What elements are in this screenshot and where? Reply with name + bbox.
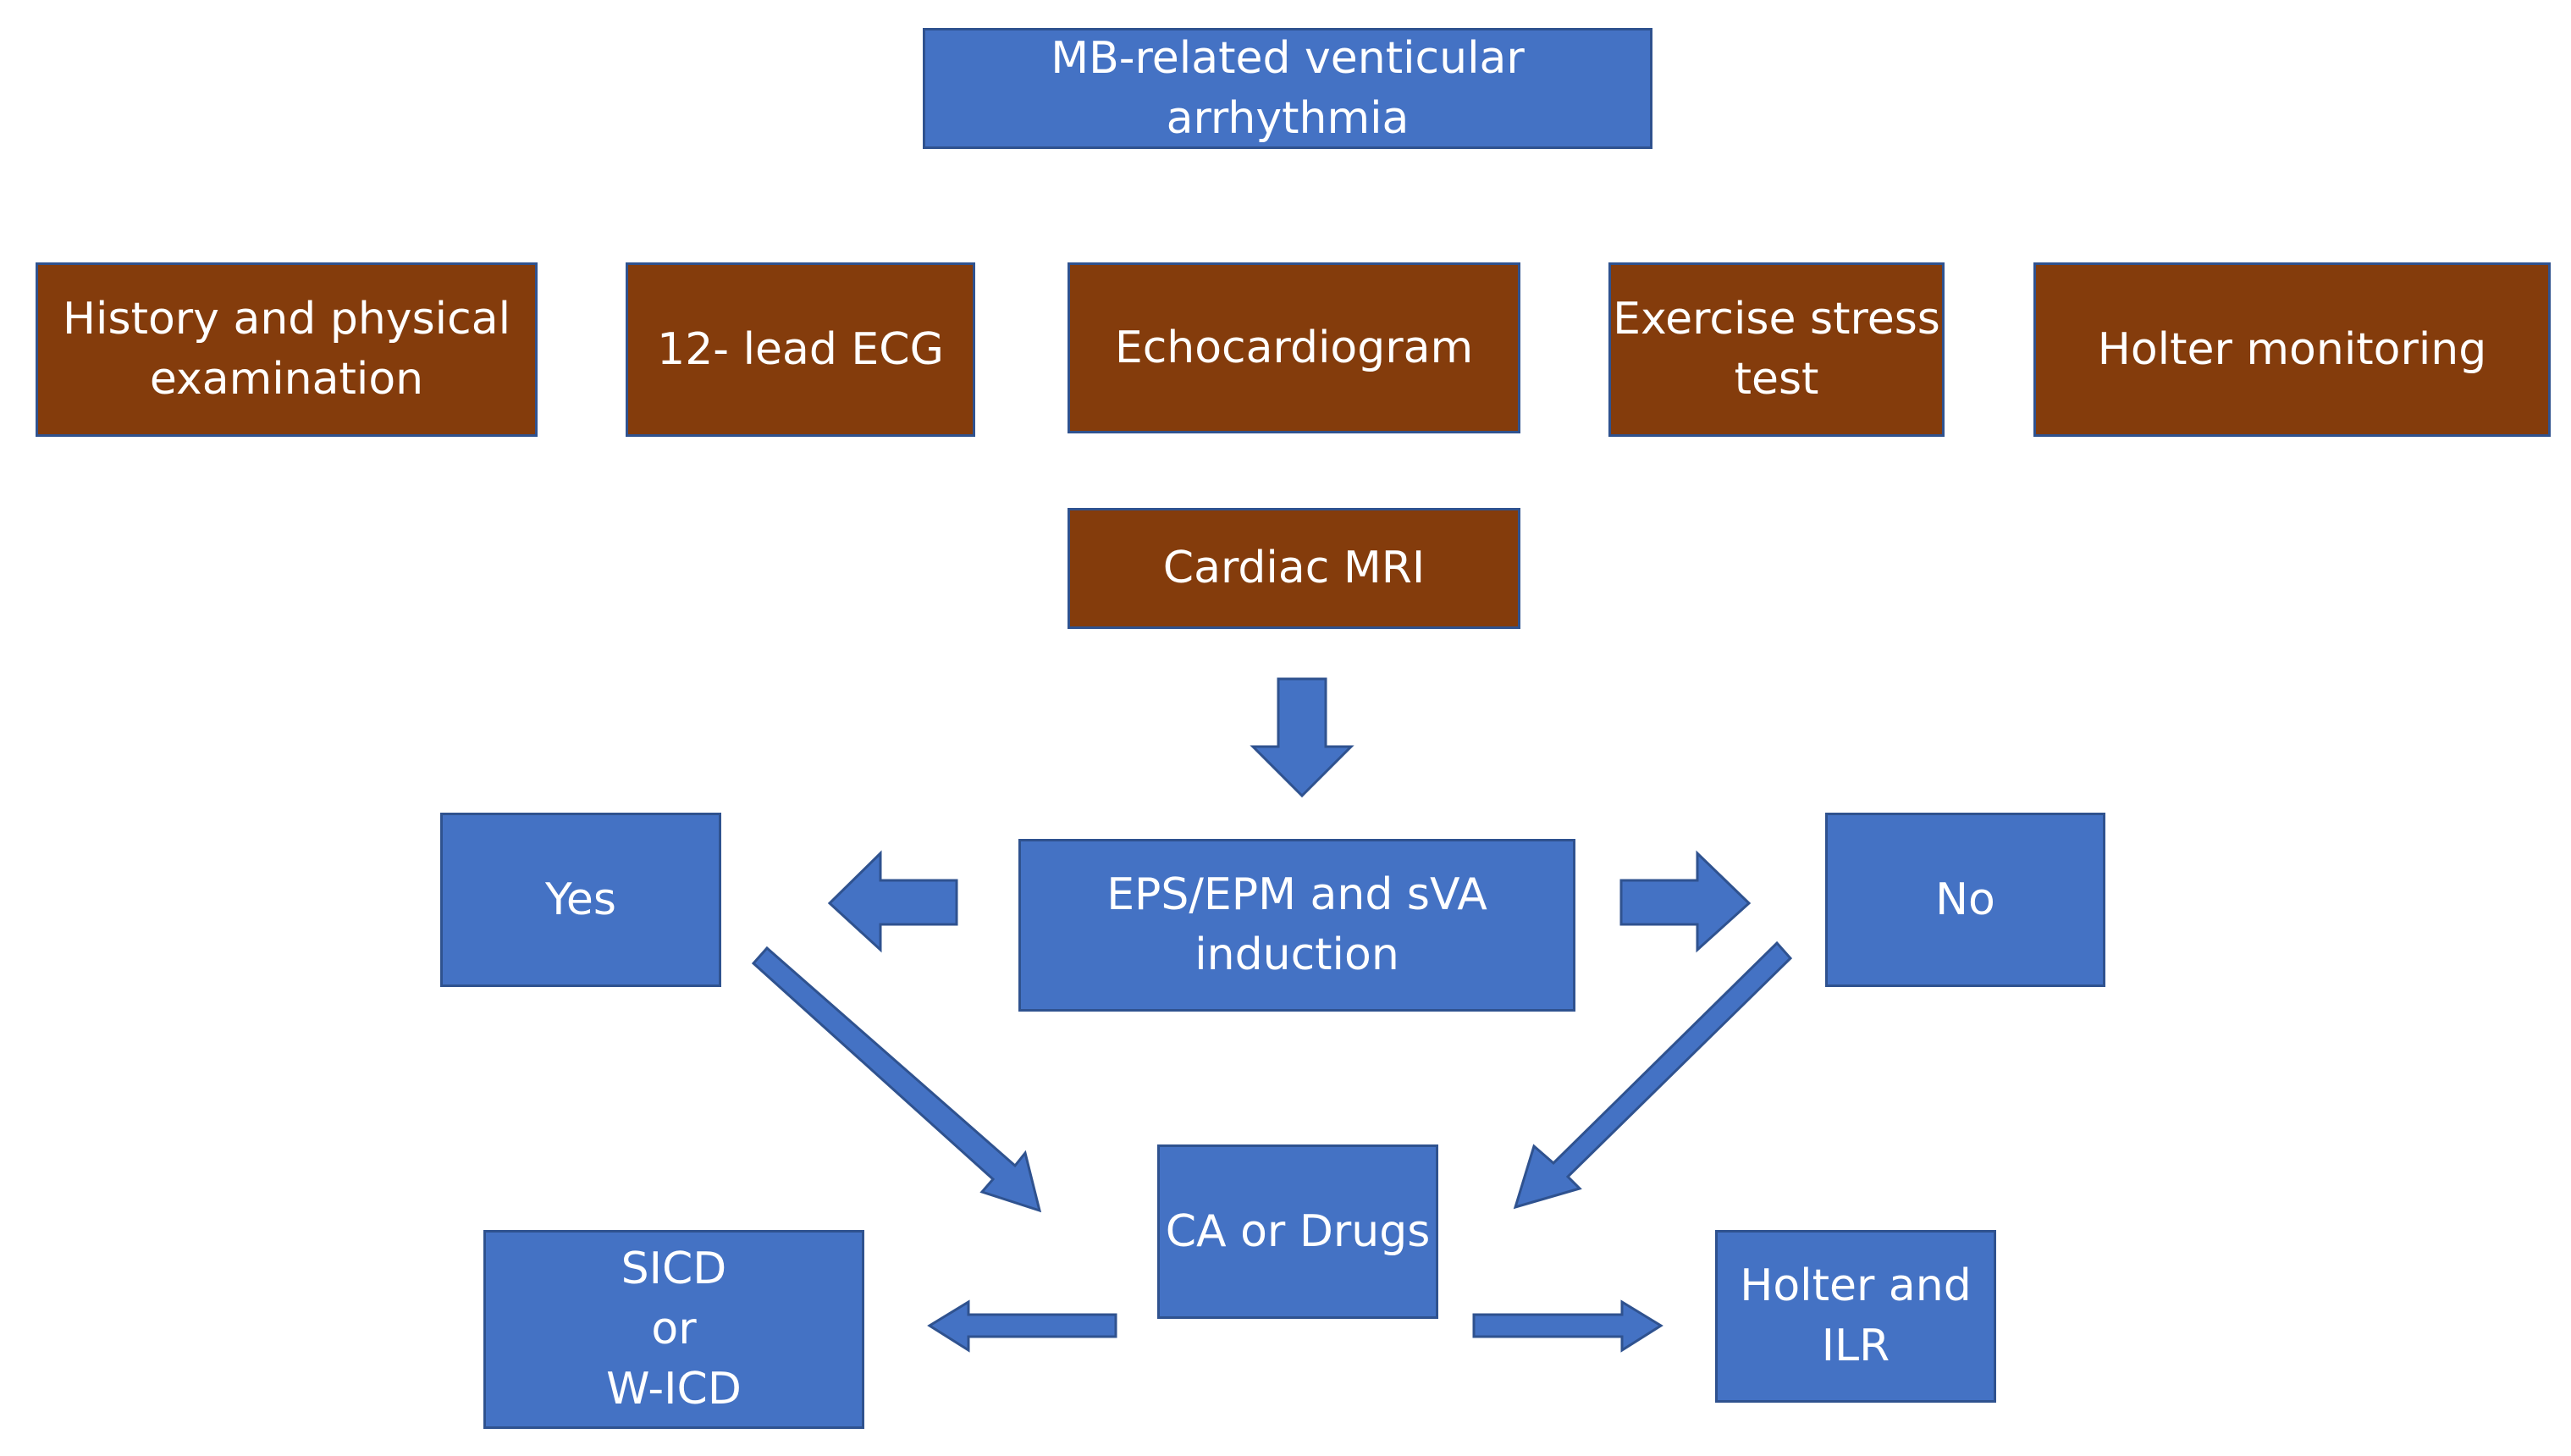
sicd-wicd-box: SICD or W-ICD <box>483 1230 864 1429</box>
ca-or-drugs-box: CA or Drugs <box>1157 1144 1438 1319</box>
holter-monitoring-box: Holter monitoring <box>2033 262 2551 437</box>
left-arrow-to-sicd <box>927 1299 1117 1353</box>
exercise-stress-test-box: Exercise stress test <box>1608 262 1945 437</box>
right-arrow-to-holter-ilr <box>1472 1299 1663 1353</box>
title-box: MB-related venticular arrhythmia <box>923 28 1652 149</box>
cardiac-mri-box: Cardiac MRI <box>1068 508 1520 629</box>
down-arrow <box>1250 677 1354 798</box>
holter-ilr-box: Holter and ILR <box>1715 1230 1996 1403</box>
no-box: No <box>1825 813 2105 987</box>
right-arrow-to-no <box>1619 850 1752 953</box>
yes-box: Yes <box>440 813 721 987</box>
diagonal-arrow-no-to-ca <box>1513 940 1793 1210</box>
echocardiogram-box: Echocardiogram <box>1068 262 1520 433</box>
eps-epm-box: EPS/EPM and sVA induction <box>1018 839 1575 1012</box>
history-exam-box: History and physical examination <box>36 262 538 437</box>
diagonal-arrow-yes-to-ca <box>751 946 1042 1213</box>
ecg-box: 12- lead ECG <box>626 262 975 437</box>
left-arrow-to-yes <box>827 850 958 953</box>
